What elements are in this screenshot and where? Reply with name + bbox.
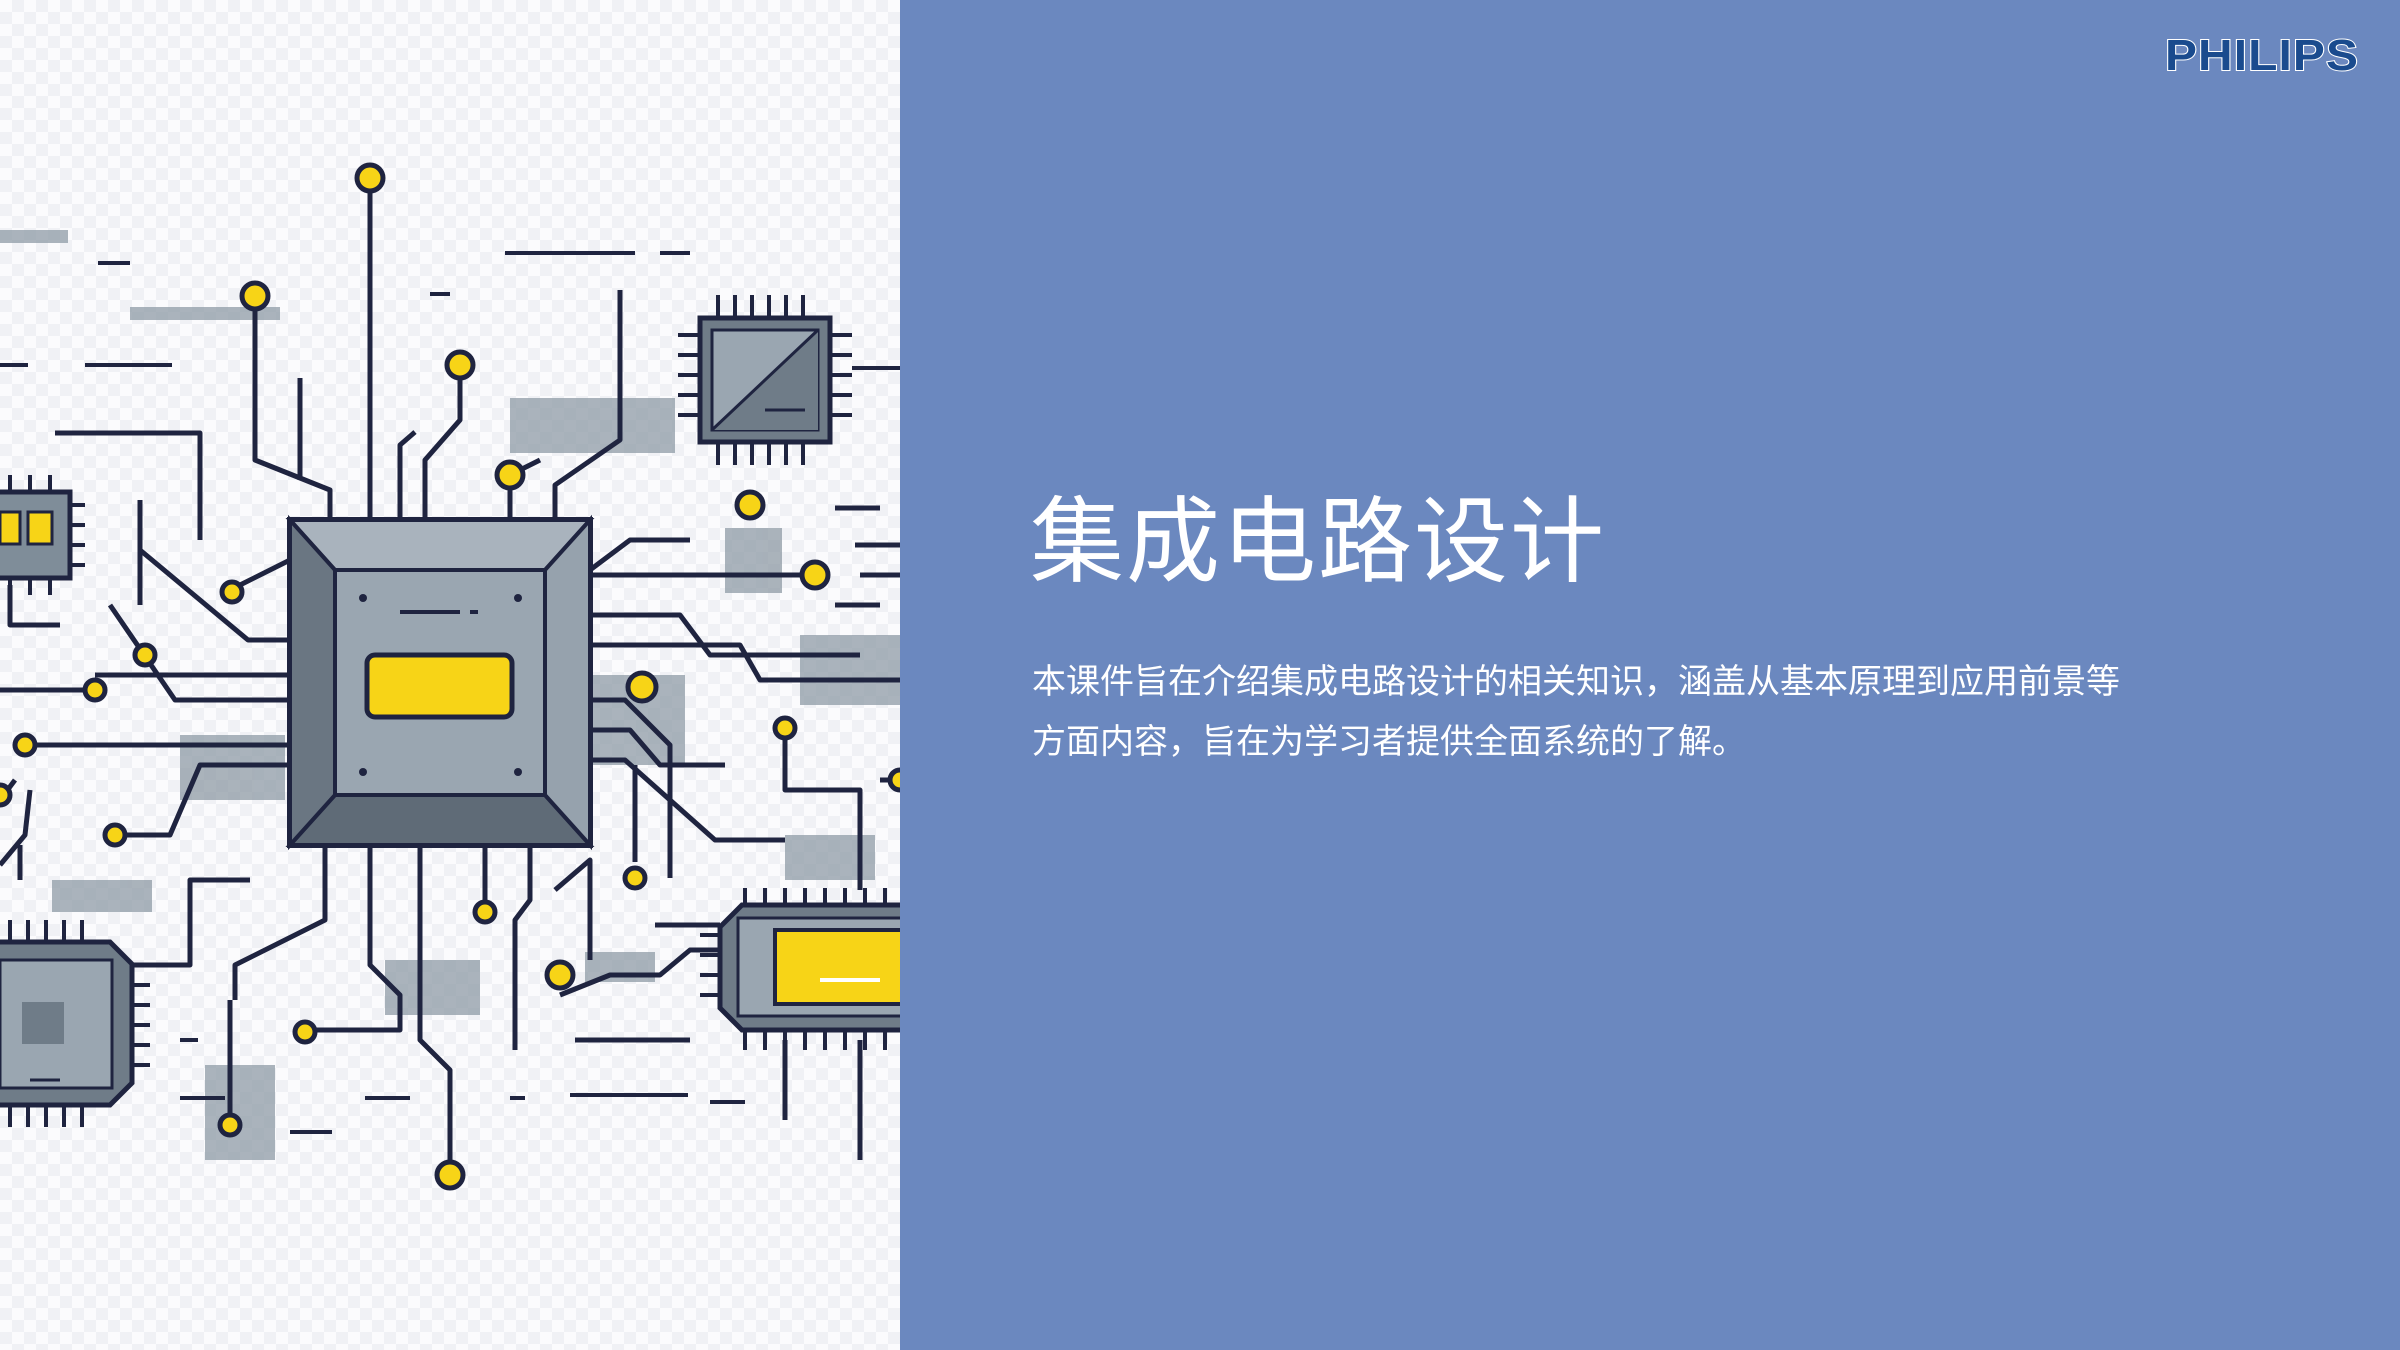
philips-logo: PHILIPS [2164, 30, 2359, 80]
circuit-illustration [0, 0, 900, 1350]
chip-bottom-left [0, 920, 150, 1127]
content-panel: PHILIPS 集成电路设计 本课件旨在介绍集成电路设计的相关知识，涵盖从基本原… [900, 0, 2400, 1350]
chip-top-right [678, 295, 900, 465]
slide-description: 本课件旨在介绍集成电路设计的相关知识，涵盖从基本原理到应用前景等方面内容，旨在为… [1032, 662, 2120, 762]
circuit-board-chips-icon [0, 162, 900, 1191]
chip-bottom-right [700, 888, 900, 1050]
chip-main [285, 514, 595, 851]
svg-text:PHILIPS: PHILIPS [2165, 31, 2359, 80]
slide-title: 集成电路设计 [1030, 488, 1607, 597]
chip-left [0, 475, 85, 595]
